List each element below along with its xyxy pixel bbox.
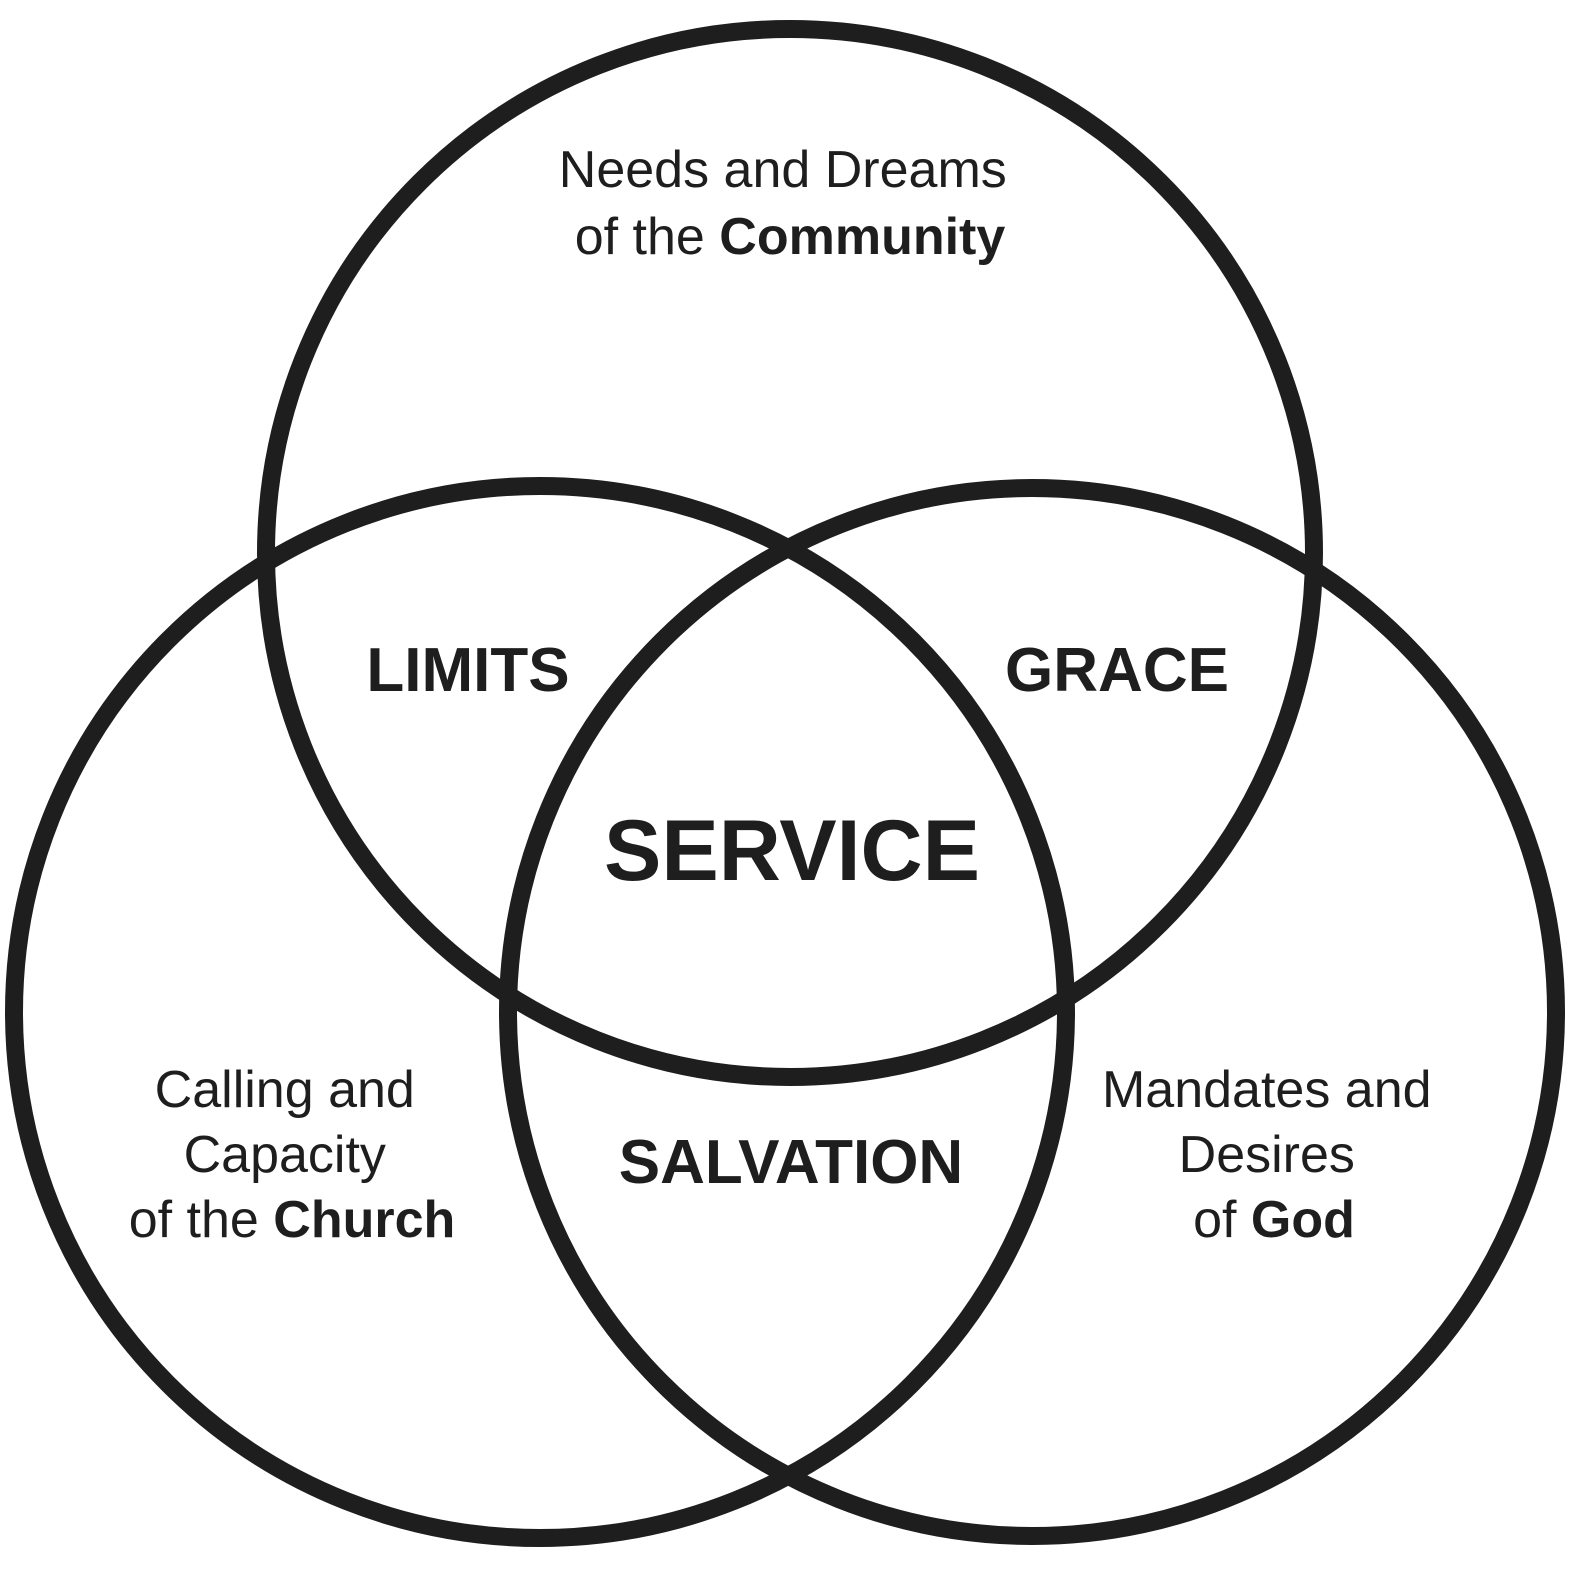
god-label-line3-bold: God	[1251, 1191, 1355, 1249]
church-label-line3: of the Church	[129, 1191, 456, 1249]
church-label-line3-prefix: of the	[129, 1191, 274, 1249]
service-label: SERVICE	[604, 803, 980, 899]
god-circle	[499, 479, 1565, 1545]
god-label-line1: Mandates and	[1102, 1061, 1432, 1119]
limits-label: LIMITS	[366, 636, 569, 705]
church-label-line2: Capacity	[184, 1126, 386, 1184]
community-label-line2: of the Community	[575, 208, 1006, 266]
god-label: Mandates and Desires of God	[1102, 1061, 1446, 1249]
community-label-line2-bold: Community	[719, 208, 1005, 266]
community-label: Needs and Dreams of the Community	[559, 141, 1021, 266]
grace-label: GRACE	[1005, 636, 1229, 705]
god-label-line3: of God	[1193, 1191, 1355, 1249]
church-label-line1: Calling and	[155, 1061, 415, 1119]
church-circle	[5, 477, 1075, 1547]
salvation-label: SALVATION	[619, 1128, 963, 1197]
church-label: Calling and Capacity of the Church	[129, 1061, 456, 1249]
church-label-line3-bold: Church	[273, 1191, 455, 1249]
community-label-line1: Needs and Dreams	[559, 141, 1007, 199]
god-label-line3-prefix: of	[1193, 1191, 1251, 1249]
community-label-line2-prefix: of the	[575, 208, 720, 266]
god-label-line2: Desires	[1179, 1126, 1355, 1184]
